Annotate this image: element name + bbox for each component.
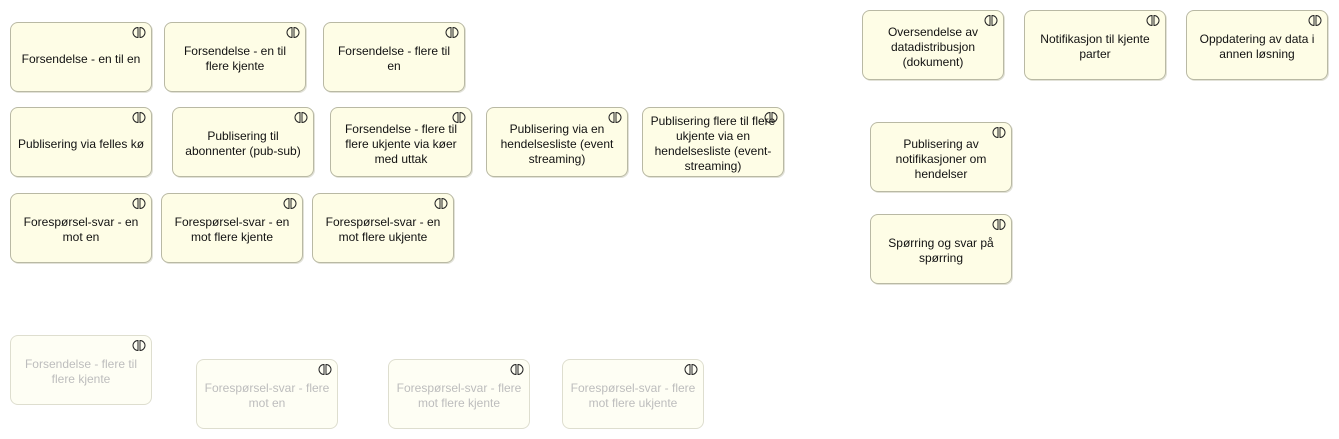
interaction-icon	[684, 363, 698, 376]
interaction-icon	[132, 26, 146, 39]
interaction-icon	[434, 197, 448, 210]
node-label: Oppdatering av data i annen løsning	[1199, 32, 1315, 61]
node-forsendelse-flere-til-en[interactable]: Forsendelse - flere til en	[323, 22, 465, 92]
interaction-icon	[132, 197, 146, 210]
node-label: Forespørsel-svar - en mot flere ukjente	[325, 215, 441, 244]
node-label: Publisering via en hendelsesliste (event…	[500, 121, 614, 166]
node-publisering-via-hendelsesliste[interactable]: Publisering via en hendelsesliste (event…	[486, 107, 628, 177]
node-forsendelse-en-til-en[interactable]: Forsendelse - en til en	[10, 22, 152, 92]
interaction-icon	[510, 363, 524, 376]
node-publisering-av-notifikasjoner[interactable]: Publisering av notifikasjoner om hendels…	[870, 122, 1012, 192]
interaction-icon	[608, 111, 622, 124]
node-notifikasjon-til-kjente-parter[interactable]: Notifikasjon til kjente parter	[1024, 10, 1166, 80]
node-label: Forsendelse - flere til flere kjente	[24, 357, 138, 386]
interaction-icon	[294, 111, 308, 124]
node-label: Forespørsel-svar - en mot flere kjente	[174, 215, 290, 244]
node-label: Forespørsel-svar - flere mot flere kjent…	[396, 381, 522, 410]
interaction-icon	[984, 14, 998, 27]
node-label: Oversendelse av datadistribusjon (dokume…	[887, 24, 979, 69]
interaction-icon	[286, 26, 300, 39]
node-label: Forespørsel-svar - flere mot en	[204, 381, 330, 410]
interaction-icon	[764, 111, 778, 124]
node-label: Forespørsel-svar - en mot en	[23, 215, 139, 244]
node-label: Forsendelse - flere til flere ukjente vi…	[344, 121, 458, 166]
node-foresporsel-svar-flere-mot-en[interactable]: Forespørsel-svar - flere mot en	[196, 359, 338, 429]
node-label: Forespørsel-svar - flere mot flere ukjen…	[570, 381, 696, 410]
interaction-icon	[283, 197, 297, 210]
node-oversendelse-av-datadistribusjon[interactable]: Oversendelse av datadistribusjon (dokume…	[862, 10, 1004, 80]
interaction-icon	[1308, 14, 1322, 27]
node-label: Publisering via felles kø	[17, 136, 145, 151]
node-foresporsel-svar-flere-mot-flere-ukjente[interactable]: Forespørsel-svar - flere mot flere ukjen…	[562, 359, 704, 429]
node-publisering-via-felles-ko[interactable]: Publisering via felles kø	[10, 107, 152, 177]
node-label: Publisering flere til flere ukjente via …	[650, 114, 776, 173]
node-label: Forsendelse - en til en	[21, 51, 141, 66]
node-label: Forsendelse - en til flere kjente	[183, 44, 287, 73]
node-foresporsel-svar-en-mot-en[interactable]: Forespørsel-svar - en mot en	[10, 193, 152, 263]
interaction-icon	[318, 363, 332, 376]
interaction-icon	[1146, 14, 1160, 27]
node-label: Publisering til abonnenter (pub-sub)	[185, 129, 301, 158]
interaction-icon	[452, 111, 466, 124]
node-sporring-og-svar[interactable]: Spørring og svar på spørring	[870, 214, 1012, 284]
node-forsendelse-en-til-flere-kjente[interactable]: Forsendelse - en til flere kjente	[164, 22, 306, 92]
node-label: Forsendelse - flere til en	[337, 44, 451, 73]
node-forsendelse-flere-til-flere-kjente[interactable]: Forsendelse - flere til flere kjente	[10, 335, 152, 405]
node-label: Publisering av notifikasjoner om hendels…	[895, 136, 987, 181]
node-forsendelse-flere-til-flere-ukjente-koer[interactable]: Forsendelse - flere til flere ukjente vi…	[330, 107, 472, 177]
interaction-icon	[132, 111, 146, 124]
interaction-icon	[992, 126, 1006, 139]
node-foresporsel-svar-flere-mot-flere-kjente[interactable]: Forespørsel-svar - flere mot flere kjent…	[388, 359, 530, 429]
node-label: Notifikasjon til kjente parter	[1040, 32, 1150, 61]
interaction-icon	[445, 26, 459, 39]
node-oppdatering-av-data[interactable]: Oppdatering av data i annen løsning	[1186, 10, 1328, 80]
interaction-icon	[132, 339, 146, 352]
node-label: Spørring og svar på spørring	[888, 236, 994, 265]
node-foresporsel-svar-en-mot-flere-kjente[interactable]: Forespørsel-svar - en mot flere kjente	[161, 193, 303, 263]
interaction-icon	[992, 218, 1006, 231]
node-foresporsel-svar-en-mot-flere-ukjente[interactable]: Forespørsel-svar - en mot flere ukjente	[312, 193, 454, 263]
node-publisering-til-abonnenter[interactable]: Publisering til abonnenter (pub-sub)	[172, 107, 314, 177]
node-publisering-flere-til-flere-ukjente[interactable]: Publisering flere til flere ukjente via …	[642, 107, 784, 177]
